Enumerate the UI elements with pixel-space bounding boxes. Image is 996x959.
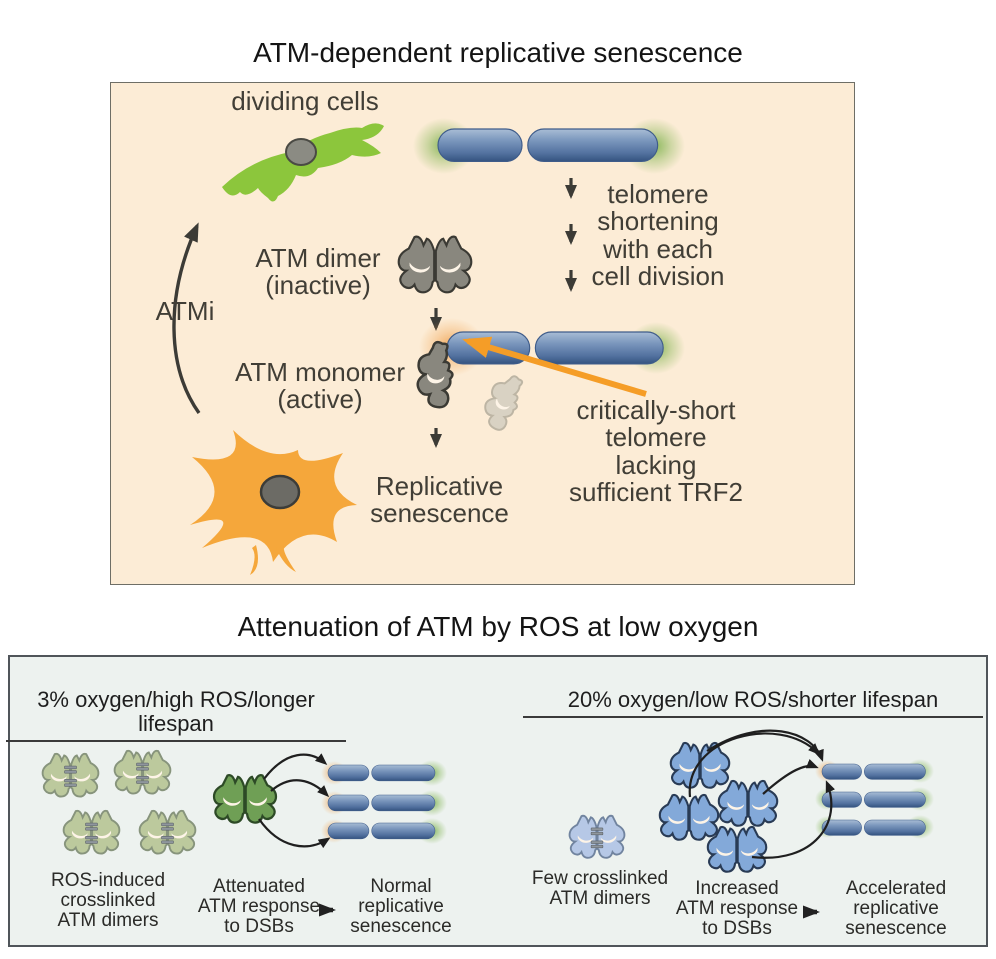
left-panel-header: 3% oxygen/high ROS/longer lifespan bbox=[6, 687, 346, 743]
atm-dimer-label: ATM dimer (inactive) bbox=[255, 243, 381, 301]
top-title: ATM-dependent replicative senescence bbox=[253, 37, 743, 68]
right-panel-header: 20% oxygen/low ROS/shorter lifespan bbox=[523, 687, 983, 719]
accelerated-senescence-label: Accelerated replicative senescence bbox=[845, 878, 947, 939]
replicative-senescence-label: Replicative senescence bbox=[370, 471, 509, 529]
critically-short-telomere-label: critically-short telomere lacking suffic… bbox=[569, 395, 743, 507]
telomere-shortening-label: telomere shortening with each cell divis… bbox=[591, 179, 725, 291]
atmi-label: ATMi bbox=[155, 296, 215, 326]
bottom-title: Attenuation of ATM by ROS at low oxygen bbox=[237, 611, 759, 642]
normal-senescence-label: Normal replicative senescence bbox=[350, 876, 452, 937]
attenuated-response-label: Attenuated ATM response to DSBs bbox=[197, 876, 321, 937]
dividing-cells-label: dividing cells bbox=[231, 86, 379, 116]
increased-response-label: Increased ATM response to DSBs bbox=[675, 878, 799, 939]
few-crosslinked-dimers-label: Few crosslinked ATM dimers bbox=[531, 868, 669, 909]
atm-monomer-label: ATM monomer (active) bbox=[235, 357, 405, 415]
ros-crosslinked-dimers-label: ROS-induced crosslinked ATM dimers bbox=[50, 870, 166, 931]
